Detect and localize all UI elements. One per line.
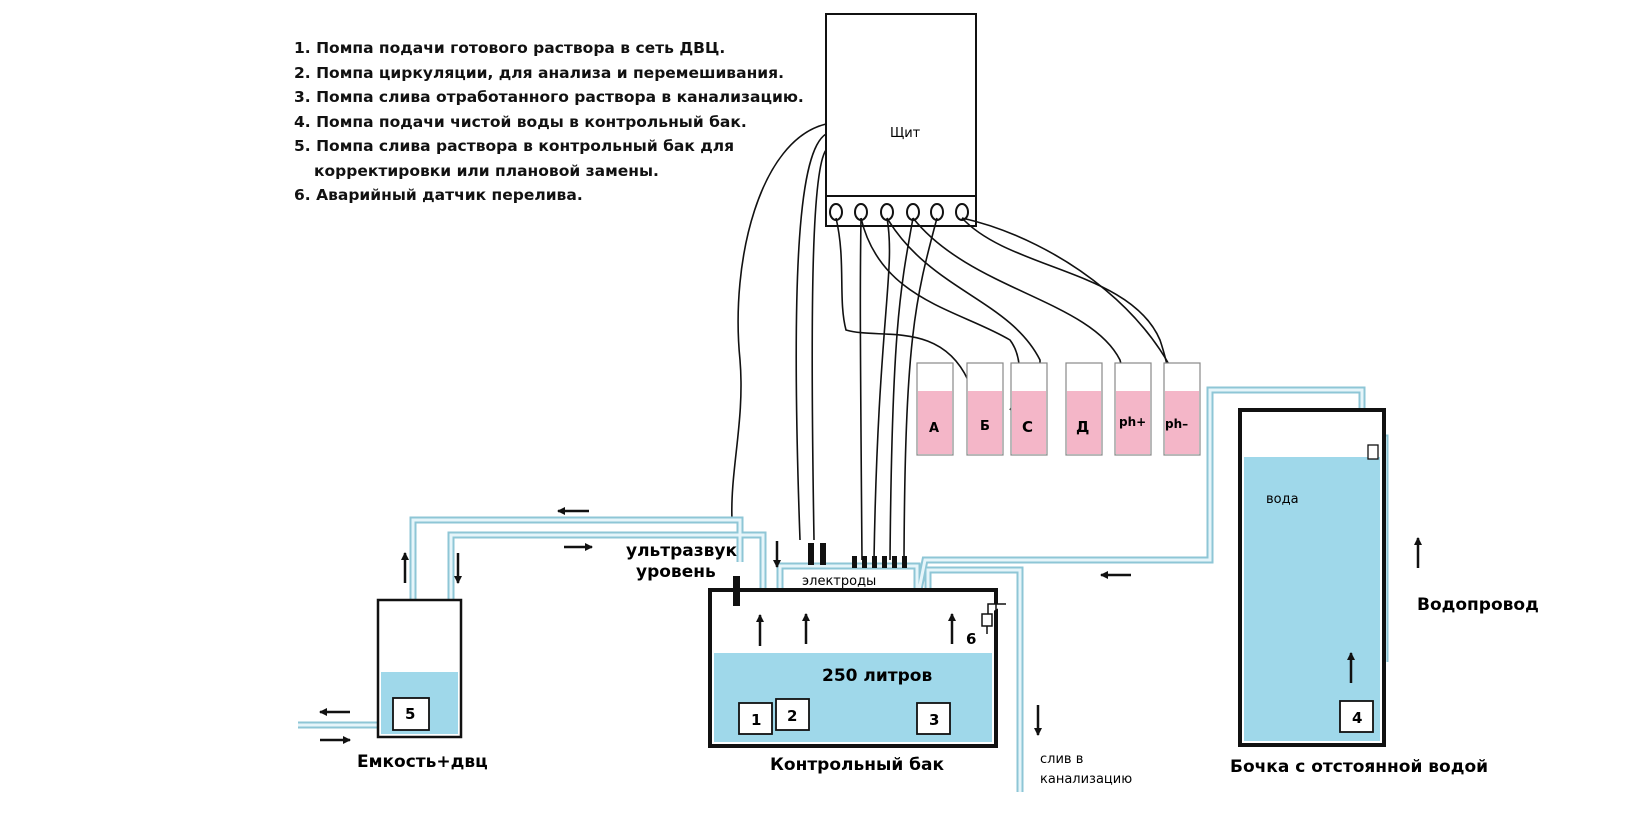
drain-label-line2: канализацию — [1040, 772, 1132, 787]
control-panel: Щит — [825, 13, 977, 227]
electrodes — [808, 543, 907, 568]
pump-1-label: 1 — [751, 711, 761, 729]
legend-item-5-cont: корректировки или плановой замены. — [314, 161, 659, 180]
legend-item-6: 6. Аварийный датчик перелива. — [294, 186, 583, 204]
sensor-6-label: 6 — [966, 630, 976, 648]
pump-3-label: 3 — [929, 711, 939, 729]
water-label: вода — [1266, 492, 1299, 507]
legend-item-2: 2. Помпа циркуляции, для анализа и перем… — [294, 63, 784, 82]
ultrasound-sensor — [733, 576, 740, 606]
tank-volume-label: 250 литров — [822, 666, 932, 686]
legend-item-1: 1. Помпа подачи готового раствора в сеть… — [294, 39, 726, 57]
container-label: Емкость+двц — [357, 752, 488, 772]
legend-item-5: 5. Помпа слива раствора в контрольный ба… — [294, 137, 735, 155]
reagent-bottles: А Б С Д ph+ ph– — [916, 362, 1201, 456]
bottle-label-ph-plus: ph+ — [1119, 415, 1146, 429]
panel-sockets — [829, 203, 969, 221]
bottle-label-ph-minus: ph– — [1165, 417, 1188, 431]
pump-5-label: 5 — [405, 705, 415, 723]
barrel-label: Бочка с отстоянной водой — [1230, 757, 1488, 777]
water-supply-label: Водопровод — [1417, 595, 1539, 615]
level-label: уровень — [636, 562, 716, 582]
legend-item-4: 4. Помпа подачи чистой воды в контрольны… — [294, 112, 747, 131]
control-tank-label: Контрольный бак — [770, 755, 945, 775]
drain-label-line1: слив в — [1040, 752, 1083, 767]
barrel: 4 вода — [1238, 408, 1386, 747]
legend-item-3: 3. Помпа слива отработанного раствора в … — [294, 88, 804, 106]
pump-2-label: 2 — [787, 707, 797, 725]
container-tank: 5 — [376, 598, 463, 739]
legend: 1. Помпа подачи готового раствора в сеть… — [294, 36, 804, 208]
pump-4-label: 4 — [1352, 709, 1362, 727]
overflow-sensor — [981, 600, 1006, 634]
float-valve — [1367, 444, 1379, 460]
bottle-label-c: С — [1022, 418, 1033, 436]
flow-arrows — [319, 507, 1422, 744]
bottle-label-b: Б — [980, 419, 990, 434]
bottle-label-d: Д — [1076, 418, 1089, 436]
bottle-label-a: А — [929, 421, 939, 436]
panel-label: Щит — [890, 126, 921, 141]
control-tank: 1 2 3 250 литров 6 — [708, 543, 1006, 748]
electrodes-label: электроды — [802, 574, 876, 589]
ultrasound-label: ультразвук — [626, 541, 737, 561]
